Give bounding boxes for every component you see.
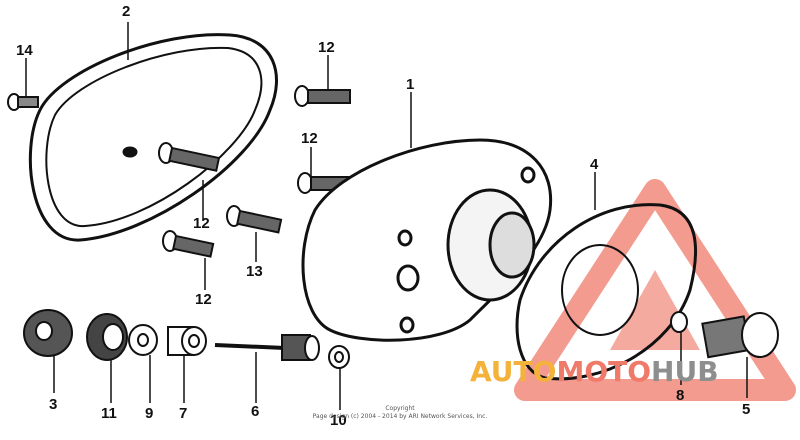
part-11-bushing	[86, 313, 128, 361]
callout-14: 14	[16, 42, 33, 59]
callout-12-bottom: 12	[195, 291, 212, 308]
part-1-housing	[301, 138, 553, 342]
callout-1: 1	[406, 76, 415, 93]
callout-6: 6	[251, 403, 260, 420]
watermark-hub: HUB	[651, 355, 719, 388]
copyright-title: Copyright	[385, 405, 415, 412]
part-8-washer	[670, 311, 688, 333]
callout-11: 11	[101, 405, 117, 422]
callout-12-top: 12	[318, 39, 335, 56]
watermark-wordmark: AUTOMOTOHUB	[470, 358, 719, 386]
part-6-gear-shaft	[214, 334, 320, 361]
callout-5: 5	[742, 401, 751, 418]
leader-lines	[25, 22, 748, 410]
callout-13: 13	[246, 263, 263, 280]
part-5-socket	[701, 312, 779, 359]
part-2-cover	[28, 33, 278, 242]
callout-9: 9	[145, 405, 154, 422]
callout-10: 10	[330, 412, 347, 429]
watermark-auto: AUTO	[470, 355, 557, 388]
callout-2: 2	[122, 3, 131, 20]
part-10-washer	[328, 345, 350, 369]
part-7-collar	[167, 326, 207, 356]
copyright-notice: Copyright Page design (c) 2004 - 2014 by…	[290, 405, 510, 420]
callout-4: 4	[590, 156, 599, 173]
callout-7: 7	[179, 405, 188, 422]
copyright-text: Page design (c) 2004 - 2014 by ARI Netwo…	[312, 412, 488, 420]
part-4-gasket	[515, 203, 698, 381]
callout-3: 3	[49, 396, 58, 413]
part-9-washer	[128, 324, 158, 356]
callout-12-left: 12	[193, 215, 210, 232]
callout-12-middle: 12	[301, 130, 318, 147]
part-14-screw	[7, 93, 39, 111]
part-3-grommet	[23, 309, 73, 357]
watermark-moto: MOTO	[556, 355, 652, 388]
callout-8: 8	[676, 387, 685, 404]
